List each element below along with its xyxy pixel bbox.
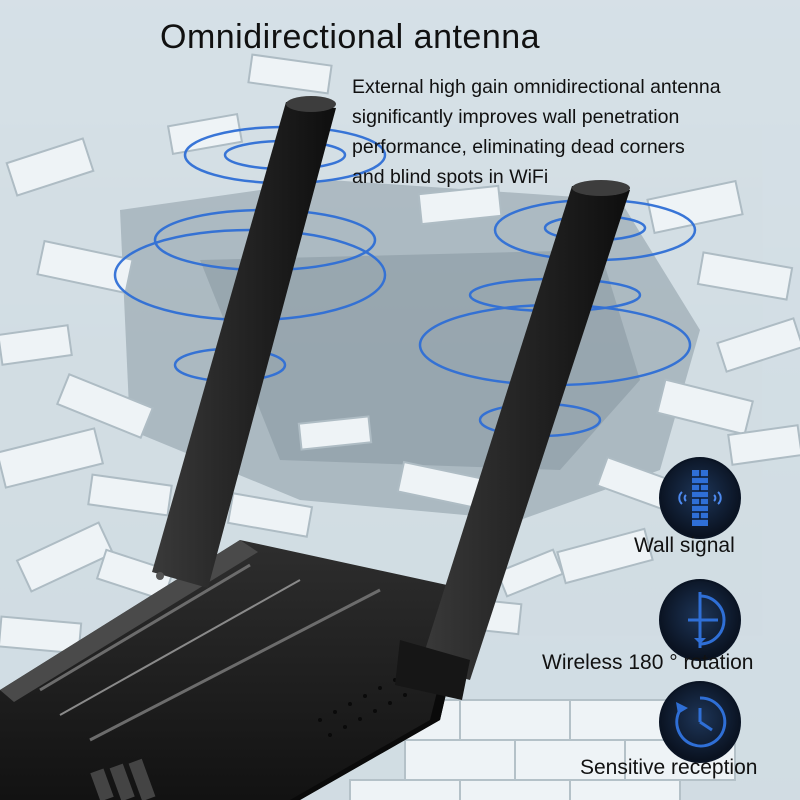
description-line: and blind spots in WiFi <box>352 166 549 188</box>
feature-label-wall-signal: Wall signal <box>634 534 735 557</box>
description-line: significantly improves wall penetration <box>352 106 680 128</box>
left-antenna <box>152 96 336 588</box>
wall-signal-icon <box>659 457 741 539</box>
description-line: External high gain omnidirectional anten… <box>352 76 721 98</box>
page-title: Omnidirectional antenna <box>160 18 541 56</box>
flying-bricks <box>0 53 800 655</box>
description: External high gain omnidirectional anten… <box>352 72 792 192</box>
feature-label-rotation: Wireless 180 ° rotation <box>542 651 754 674</box>
rotation-icon <box>659 579 741 661</box>
feature-label-reception: Sensitive reception <box>580 756 758 779</box>
description-line: performance, eliminating dead corners <box>352 136 685 158</box>
right-antenna <box>395 180 630 700</box>
clock-reception-icon <box>659 681 741 763</box>
